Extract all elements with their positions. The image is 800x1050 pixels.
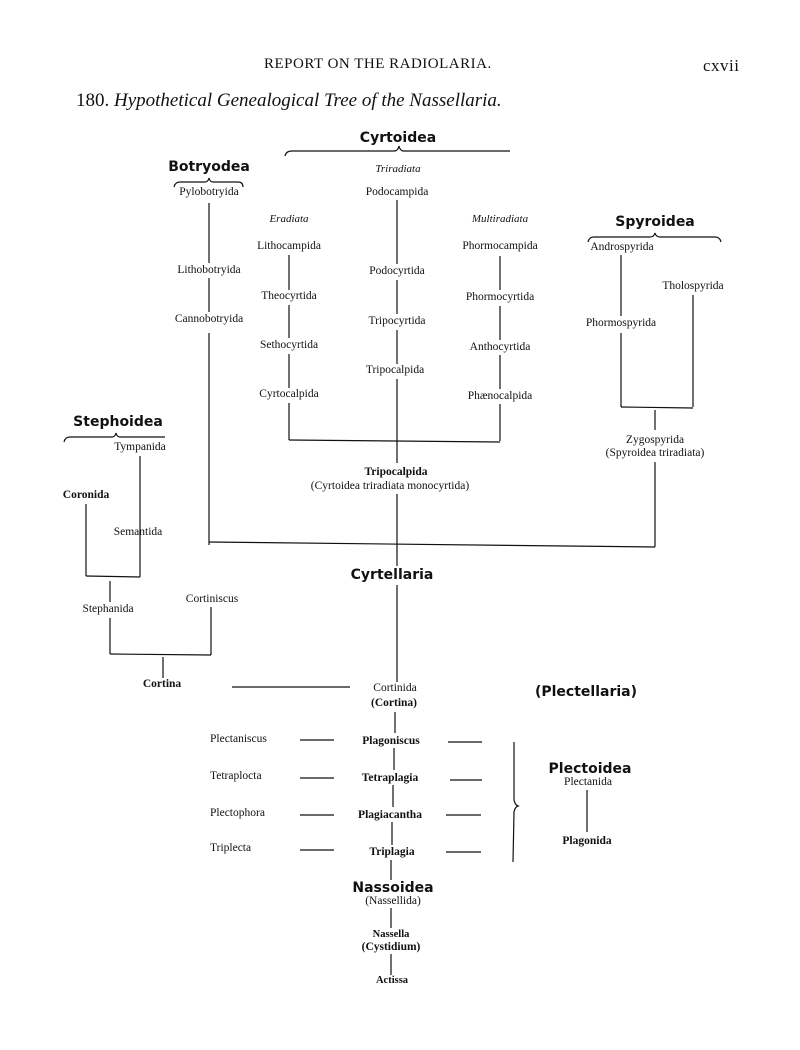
taxon-semantida: Semantida <box>113 526 163 538</box>
taxon-phormocyrtida: Phormocyrtida <box>465 291 535 303</box>
taxon-cortinida: Cortinida <box>373 682 417 694</box>
label-multiradiata: Multiradiata <box>471 213 529 225</box>
page-number: cxvii <box>703 56 740 75</box>
taxon-lithocampida: Lithocampida <box>257 240 321 252</box>
group-cyrtoidea: Cyrtoidea <box>359 130 437 146</box>
taxon-tripocalpida: Tripocalpida <box>364 466 428 478</box>
cyrtoidea-brace <box>284 145 510 157</box>
taxon-anthocyrtida: Anthocyrtida <box>469 341 531 353</box>
taxon-plectaniscus: Plectaniscus <box>210 733 267 745</box>
figure-number: 180. <box>76 90 110 111</box>
taxon-nassoidea-note: (Nassellida) <box>365 895 421 907</box>
taxon-plagonida: Plagonida <box>562 835 612 847</box>
group-spyroidea: Spyroidea <box>615 214 695 230</box>
group-plectoidea: Plectoidea <box>548 761 632 777</box>
figure-caption: 180. Hypothetical Genealogical Tree of t… <box>76 90 502 112</box>
taxon-tripocalpida-note: (Cyrtoidea triradiata monocyrtida) <box>310 480 470 492</box>
taxon-podocyrtida: Podocyrtida <box>369 265 425 277</box>
label-eradiata: Eradiata <box>269 213 309 225</box>
taxon-actissa: Actissa <box>375 975 409 986</box>
label-triradiata: Triradiata <box>375 163 421 175</box>
taxon-coronida: Coronida <box>62 489 110 501</box>
taxon-triplecta: Triplecta <box>210 842 252 854</box>
plectoidea-brace <box>512 742 520 863</box>
figure-title: Hypothetical Genealogical Tree of the Na… <box>114 90 502 111</box>
taxon-pylobotryida: Pylobotryida <box>179 186 239 198</box>
taxon-phormocampida: Phormocampida <box>462 240 538 252</box>
taxon-nassella-note: (Cystidium) <box>361 941 421 953</box>
taxon-tympanida: Tympanida <box>114 441 166 453</box>
taxon-stephanida: Stephanida <box>82 603 134 615</box>
line <box>208 541 656 548</box>
taxon-tripocyrtida: Tripocyrtida <box>368 315 426 327</box>
taxon-phaenocalpida: Phænocalpida <box>467 390 533 402</box>
taxon-plectanida: Plectanida <box>564 776 612 788</box>
taxon-plagiacantha: Plagiacantha <box>358 809 422 821</box>
group-nassoidea: Nassoidea <box>352 880 434 896</box>
taxon-podocampida: Podocampida <box>365 186 429 198</box>
taxon-phormospyrida: Phormospyrida <box>585 317 657 329</box>
stephoidea-brace <box>63 432 165 443</box>
line <box>620 406 694 409</box>
taxon-zygospyrida-note: (Spyroidea triradiata) <box>605 447 705 459</box>
taxon-plectophora: Plectophora <box>210 807 265 819</box>
group-cyrtellaria: Cyrtellaria <box>350 567 434 583</box>
taxon-tetraplocta: Tetraplocta <box>210 770 262 782</box>
taxon-tripocalpida-upper: Tripocalpida <box>365 364 425 376</box>
taxon-cortiniscus: Cortiniscus <box>185 593 239 605</box>
botryodea-brace <box>173 177 244 188</box>
taxon-tholospyrida: Tholospyrida <box>662 280 724 292</box>
taxon-theocyrtida: Theocyrtida <box>261 290 317 302</box>
taxon-cyrtocalpida: Cyrtocalpida <box>259 388 319 400</box>
taxon-tetraplagia: Tetraplagia <box>361 772 419 784</box>
taxon-cannobotryida: Cannobotryida <box>174 313 244 325</box>
taxon-androspyrida: Androspyrida <box>590 241 654 253</box>
taxon-triplagia: Triplagia <box>369 846 415 858</box>
taxon-plagoniscus: Plagoniscus <box>362 735 420 747</box>
taxon-sethocyrtida: Sethocyrtida <box>259 339 319 351</box>
running-head: REPORT ON THE RADIOLARIA. <box>264 56 492 72</box>
taxon-nassella: Nassella <box>372 929 410 940</box>
taxon-cortinida-note: (Cortina) <box>371 697 417 709</box>
group-stephoidea: Stephoidea <box>73 414 163 430</box>
taxon-lithobotryida: Lithobotryida <box>177 264 241 276</box>
group-plectellaria: (Plectellaria) <box>534 684 638 700</box>
spyroidea-brace <box>587 232 722 243</box>
taxon-zygospyrida: Zygospyrida <box>625 434 685 446</box>
line <box>109 653 212 656</box>
group-botryodea: Botryodea <box>168 159 250 175</box>
line <box>85 575 141 578</box>
line <box>288 439 501 443</box>
taxon-cortina: Cortina <box>142 678 182 690</box>
